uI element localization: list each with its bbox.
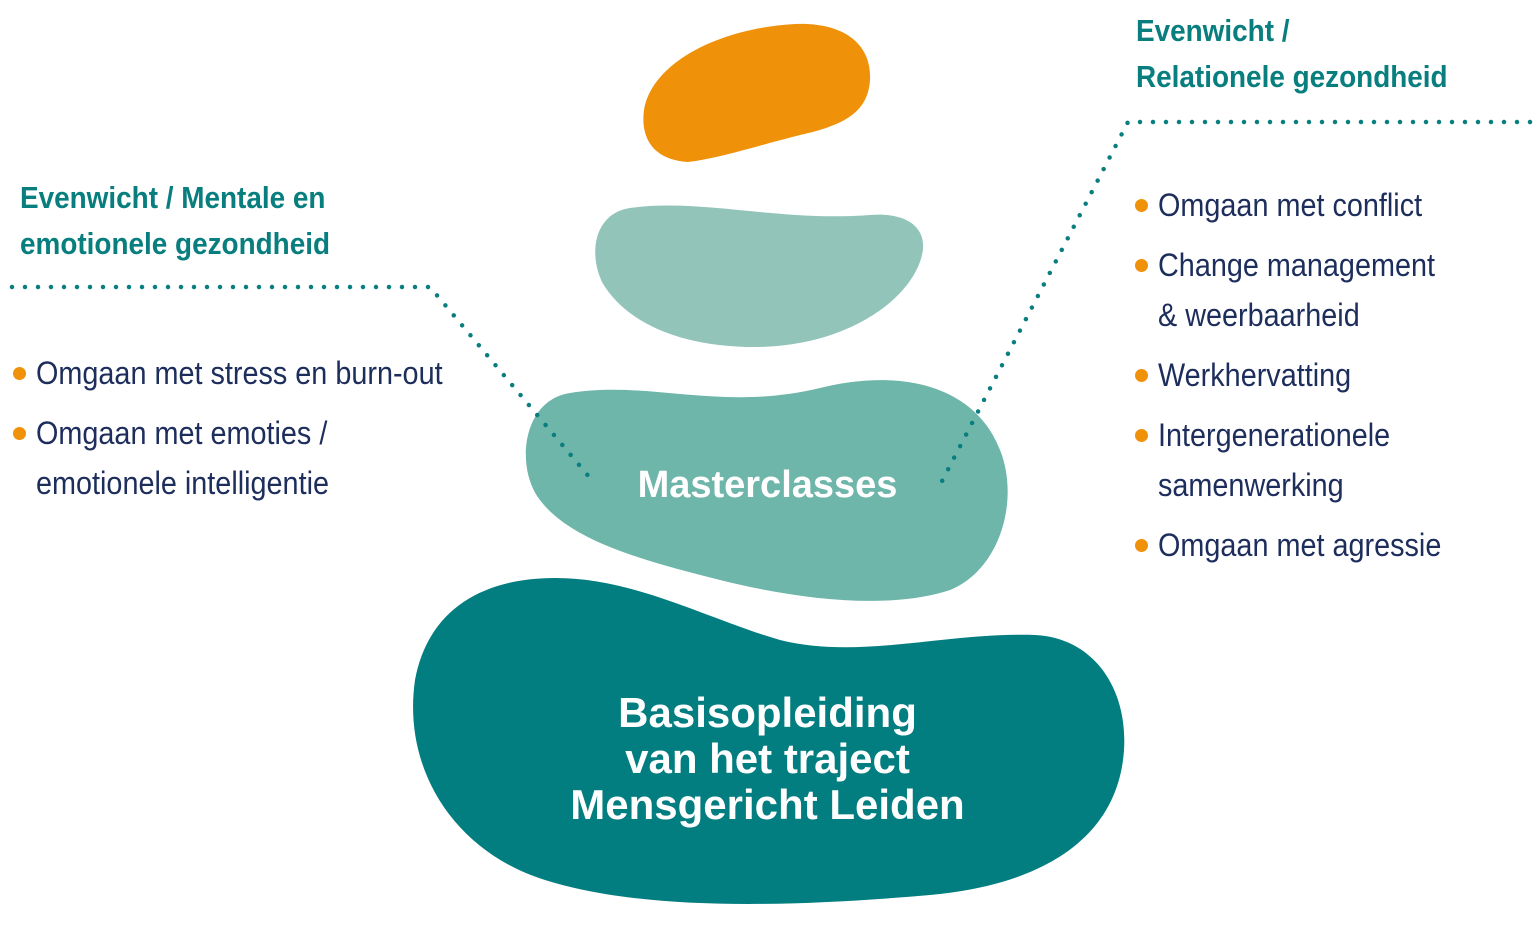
list-item-text: Intergenerationele samenwerking [1158, 410, 1390, 510]
left-heading-line: Evenwicht / Mentale en [20, 180, 326, 215]
bullet-icon [1135, 369, 1148, 382]
left-group-heading: Evenwicht / Mentale en emotionele gezond… [20, 175, 330, 267]
list-item-text: Omgaan met conflict [1158, 180, 1422, 230]
bullet-icon [1135, 539, 1148, 552]
list-item-line: Omgaan met stress en burn-out [36, 355, 443, 391]
masterclasses-label: Masterclasses [637, 464, 898, 506]
list-item-line: samenwerking [1158, 467, 1344, 503]
bullet-icon [1135, 199, 1148, 212]
list-item: Omgaan met stress en burn-out [10, 348, 488, 398]
list-item-line: Intergenerationele [1158, 417, 1391, 453]
list-item: Change management & weerbaarheid [1132, 240, 1473, 340]
base-stone [413, 578, 1125, 905]
list-item-line: Change management [1158, 247, 1435, 283]
basis-label-line: Mensgericht Leiden [570, 781, 965, 828]
list-item: Werkhervatting [1132, 350, 1473, 400]
right-heading-line: Relationele gezondheid [1136, 59, 1448, 94]
bullet-icon [1135, 259, 1148, 272]
bullet-icon [1135, 429, 1148, 442]
list-item-line: emotionele intelligentie [36, 465, 329, 501]
left-topic-list: Omgaan met stress en burn-out Omgaan met… [10, 348, 488, 518]
list-item-line: Omgaan met emoties / [36, 415, 328, 451]
right-dotted-connector [937, 119, 1533, 488]
list-item-line: Omgaan met agressie [1158, 527, 1442, 563]
list-item-text: Change management & weerbaarheid [1158, 240, 1435, 340]
basis-label-line: Basisopleiding [618, 689, 917, 736]
basis-training-label: Basisopleiding van het traject Mensgeric… [470, 690, 1065, 828]
masterclasses-stone [525, 380, 1008, 601]
top-orange-stone [643, 23, 871, 163]
bullet-icon [13, 427, 26, 440]
list-item-line: Omgaan met conflict [1158, 187, 1423, 223]
basis-label-line: van het traject [625, 735, 910, 782]
list-item: Omgaan met emoties / emotionele intellig… [10, 408, 488, 508]
left-heading-line: emotionele gezondheid [20, 226, 331, 261]
list-item-line: Werkhervatting [1158, 357, 1352, 393]
list-item-text: Werkhervatting [1158, 350, 1351, 400]
light-green-stone [595, 205, 924, 348]
list-item-text: Omgaan met agressie [1158, 520, 1441, 570]
right-topic-list: Omgaan met conflict Change management & … [1132, 180, 1473, 580]
list-item-text: Omgaan met stress en burn-out [36, 348, 443, 398]
right-group-heading: Evenwicht / Relationele gezondheid [1136, 8, 1448, 100]
left-dotted-connector [9, 284, 593, 481]
list-item-line: & weerbaarheid [1158, 297, 1360, 333]
bullet-icon [13, 367, 26, 380]
list-item: Omgaan met agressie [1132, 520, 1473, 570]
list-item-text: Omgaan met emoties / emotionele intellig… [36, 408, 329, 508]
right-heading-line: Evenwicht / [1136, 13, 1290, 48]
list-item: Omgaan met conflict [1132, 180, 1473, 230]
list-item: Intergenerationele samenwerking [1132, 410, 1473, 510]
